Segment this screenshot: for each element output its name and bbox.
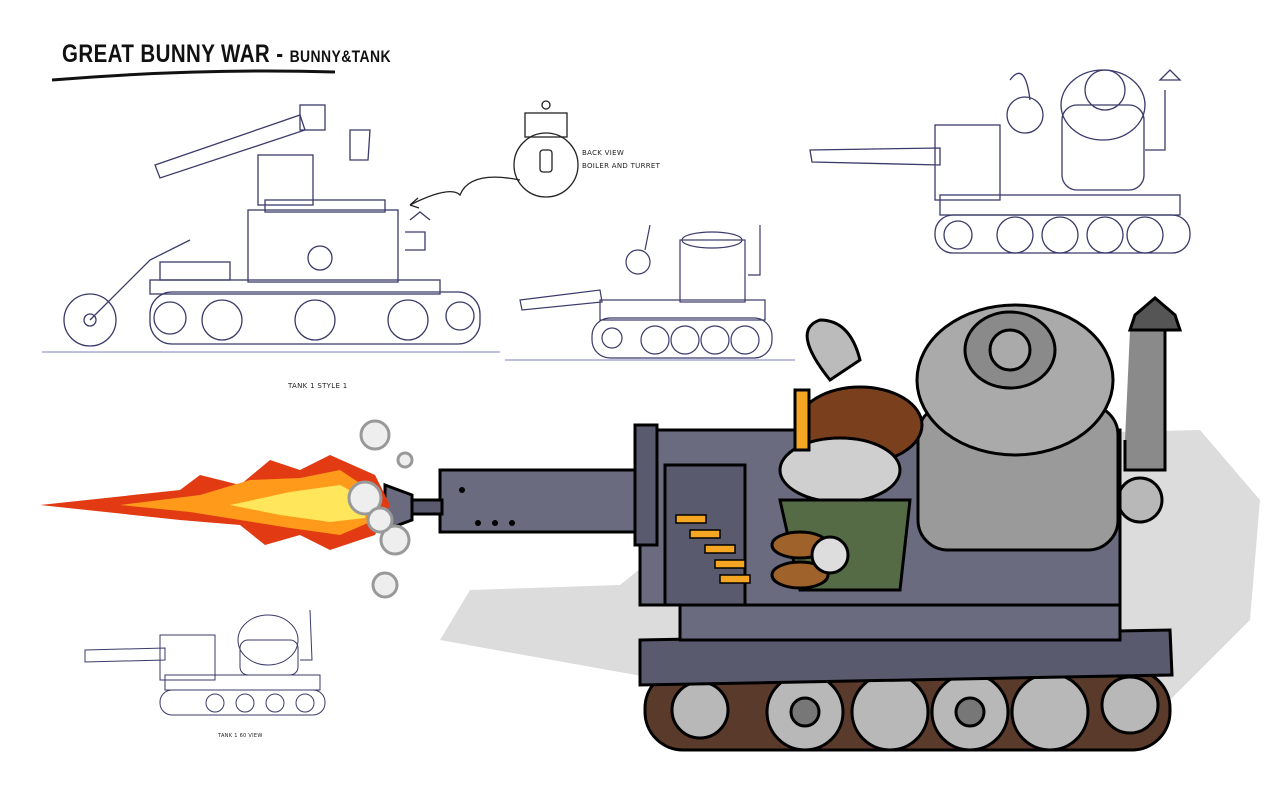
main-tank: [383, 296, 1260, 752]
smoke-puffs: [347, 419, 414, 599]
sheet-title: GREAT BUNNY WAR - BUNNY&TANK: [62, 40, 391, 69]
ammo-belt: [675, 514, 751, 584]
tank-cannon: [438, 468, 642, 534]
sketch-tank-3q: [809, 69, 1191, 254]
sketch-tank-side: [42, 104, 500, 353]
title-sub: BUNNY&TANK: [289, 47, 391, 66]
sketch-back-view: [409, 100, 579, 209]
back-view-subnote: BOILER AND TURRET: [582, 162, 661, 170]
title-main: GREAT BUNNY WAR -: [62, 40, 284, 68]
smokestack: [1123, 328, 1167, 472]
sketch-tank-bunny: [505, 224, 795, 361]
sketch-tank-small: [84, 609, 326, 716]
bunny-ear: [805, 318, 862, 383]
back-view-note: BACK VIEW: [582, 149, 625, 157]
view-caption: TANK 1 60 VIEW: [218, 733, 263, 739]
style-caption: TANK 1 STYLE 1: [288, 382, 348, 390]
periscope: [793, 388, 811, 452]
smokestack-cap: [1127, 296, 1183, 332]
tank-deck: [678, 598, 1122, 642]
boiler-valve-wheel: [988, 328, 1032, 372]
title-underline: [51, 69, 336, 82]
muzzle-flash: [40, 455, 390, 550]
